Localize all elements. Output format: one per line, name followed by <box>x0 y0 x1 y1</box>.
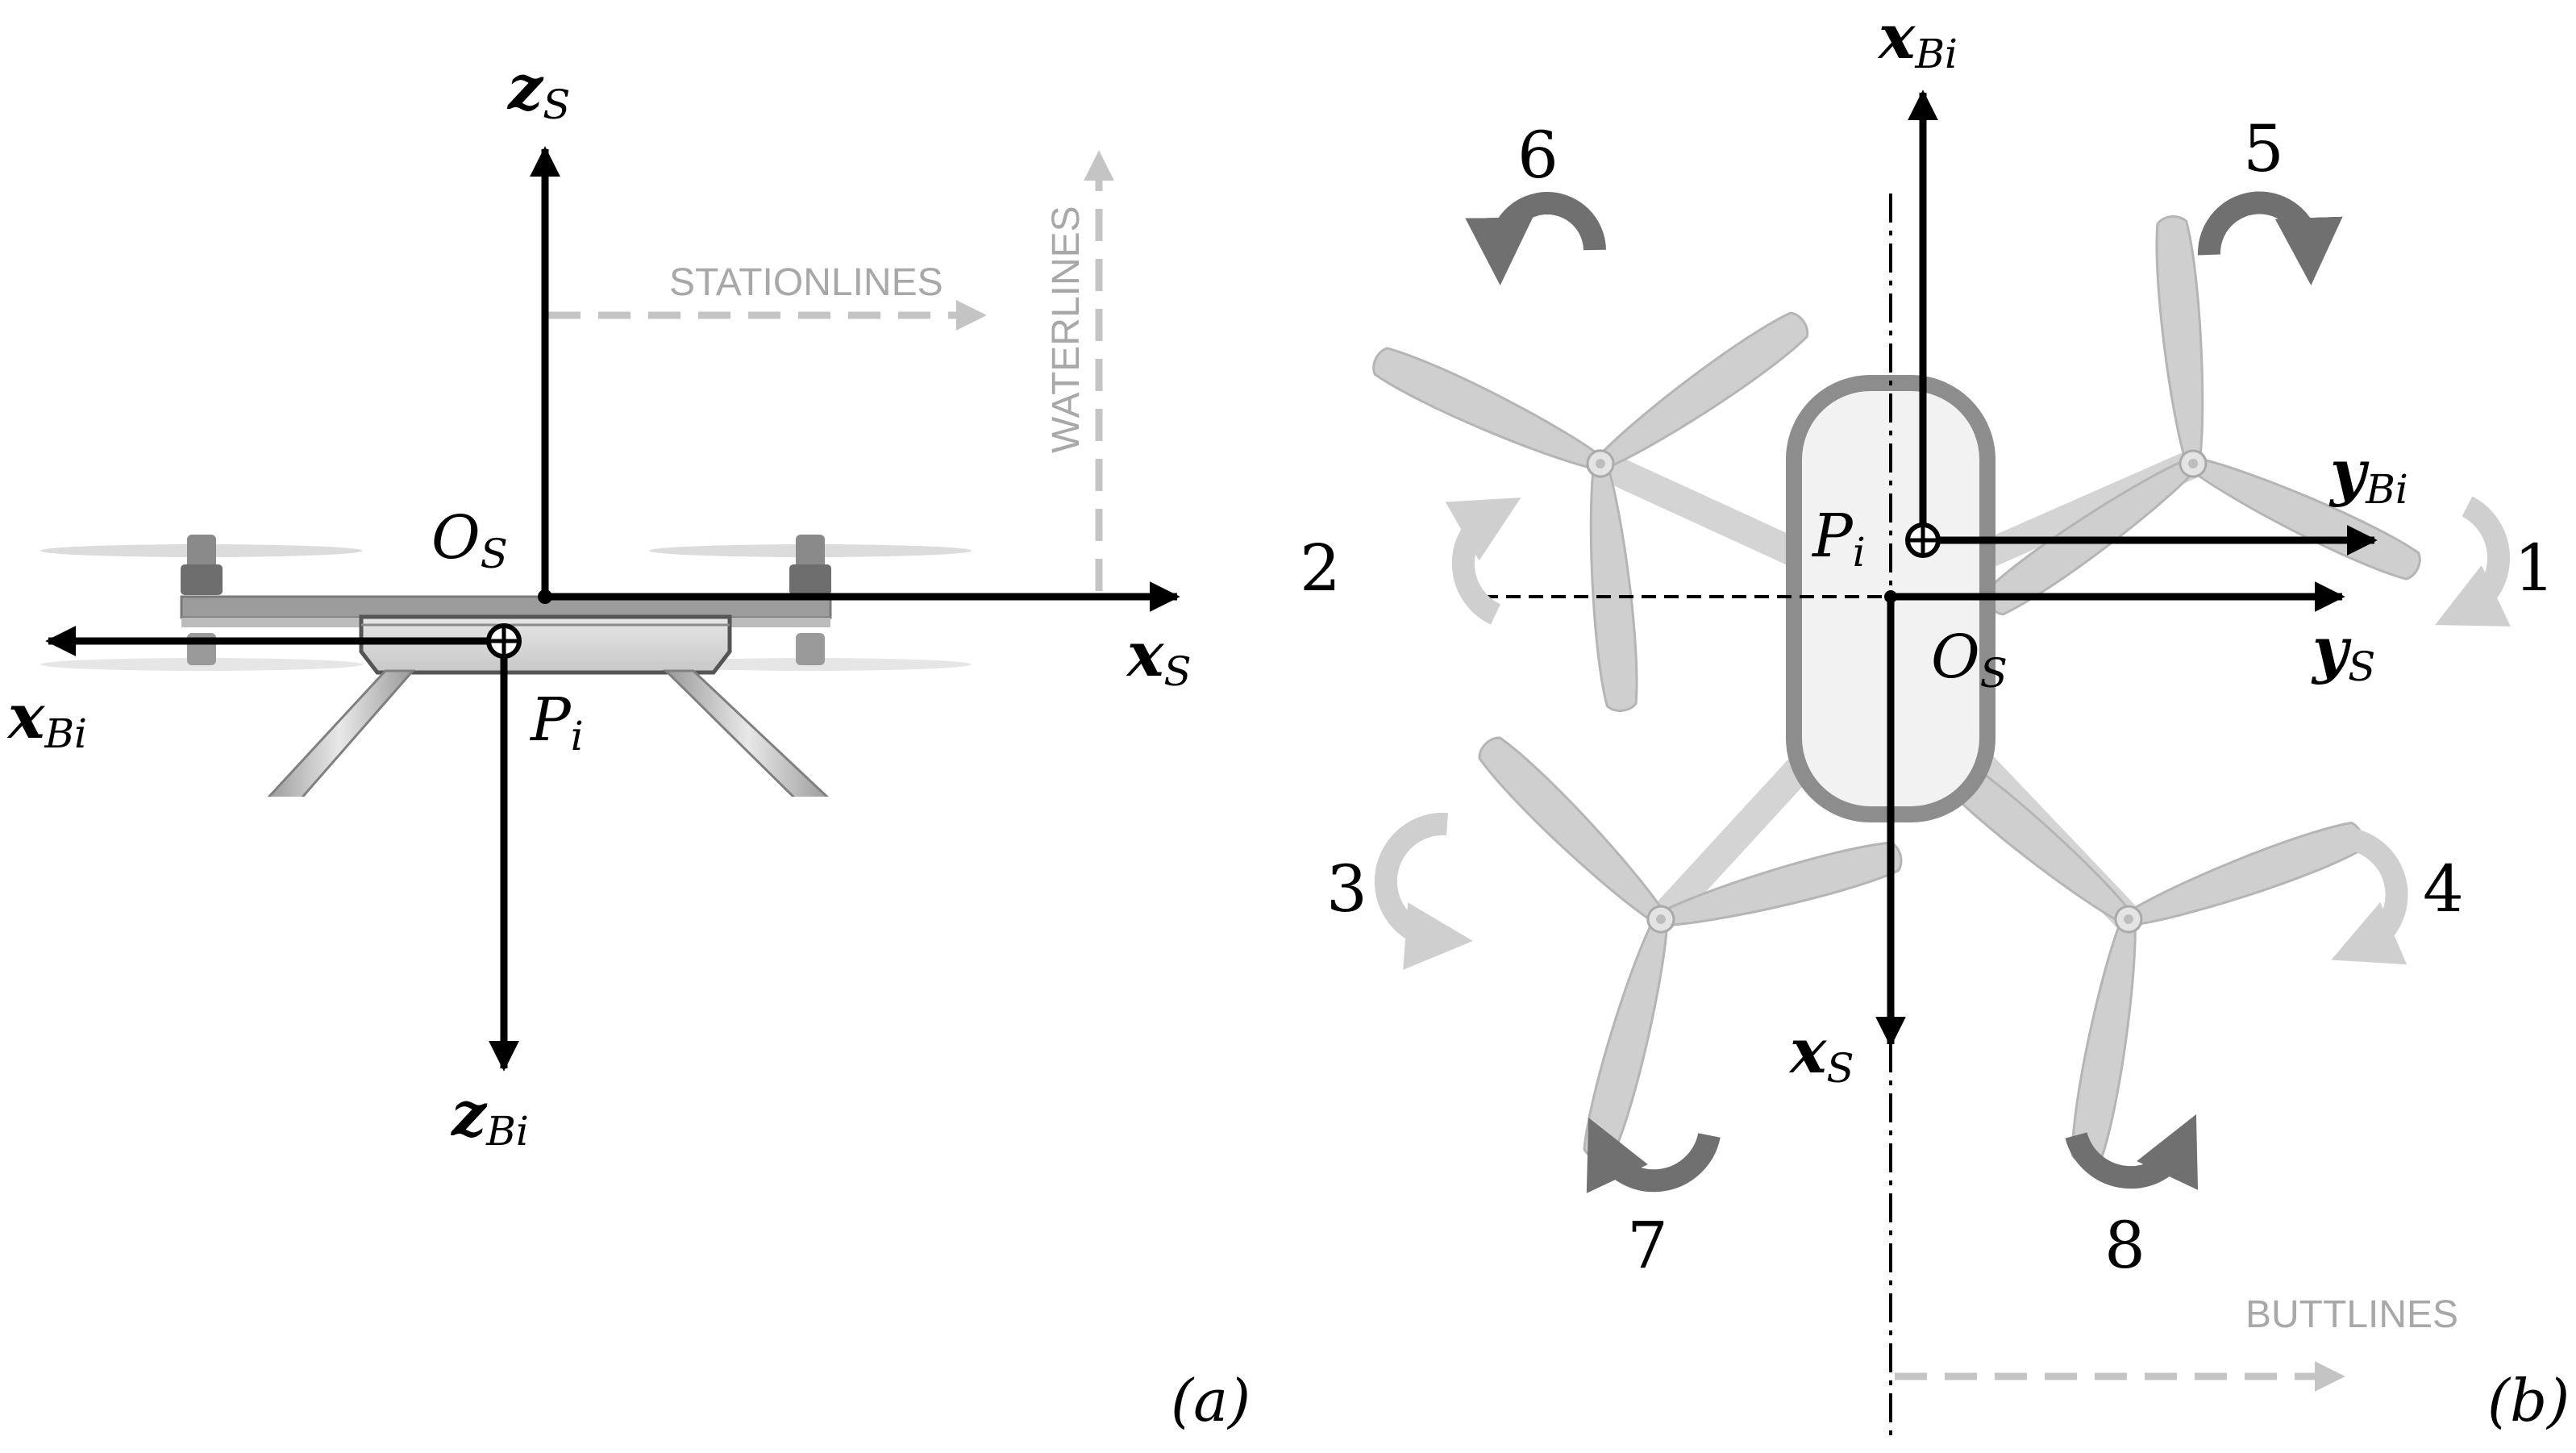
waterlines-label: WATERLINES <box>1045 206 1088 453</box>
rotor-number-6: 6 <box>1517 118 1559 193</box>
panel-label-a: (a) <box>1171 1367 1251 1434</box>
propeller-5 <box>1970 201 2512 772</box>
origin-point-a <box>538 589 552 604</box>
rotor-number-2: 2 <box>1300 531 1341 606</box>
label-origin-b: OS <box>1931 622 2008 697</box>
propeller-8 <box>1920 623 2438 1178</box>
label-point-a: Pi <box>529 685 584 760</box>
rotation-arrow-8 <box>2065 1114 2199 1190</box>
rotation-arrow-4 <box>2331 827 2408 965</box>
label-origin-a: OS <box>431 503 508 577</box>
label-point-b: Pi <box>1811 502 1866 576</box>
rotor-number-1: 1 <box>2514 531 2555 606</box>
rotor-number-3: 3 <box>1326 851 1367 926</box>
rotation-arrow-6 <box>1465 192 1606 285</box>
label-xBi-b: xBi <box>1877 1 1958 77</box>
rotation-arrows <box>1374 191 2511 1193</box>
panel-a-side-view: STATIONLINES WATERLINES zS xS xBi zBi OS… <box>6 52 1251 1434</box>
panel-label-b: (b) <box>2487 1367 2570 1434</box>
label-xS-a: xS <box>1126 618 1192 695</box>
landing-legs <box>250 669 847 801</box>
label-xS-b: xS <box>1788 1015 1854 1092</box>
rotation-arrow-1 <box>2435 496 2511 627</box>
label-zS-a: zS <box>506 52 570 128</box>
reference-point-marker-b <box>1905 522 1941 558</box>
rotor-number-7: 7 <box>1627 1208 1668 1283</box>
rotor-number-5: 5 <box>2243 111 2284 186</box>
panel-b-top-view: BUTTLINES 1 2 3 4 5 6 7 8 <box>1300 1 2570 1443</box>
label-zBi-a: zBi <box>450 1078 529 1155</box>
reference-point-marker-a <box>486 623 522 659</box>
buttlines-label: BUTTLINES <box>2245 1293 2458 1336</box>
label-yBi-b: yBi <box>2328 436 2408 513</box>
rotation-arrow-2 <box>1445 498 1521 625</box>
label-yS-b: yS <box>2311 614 2375 690</box>
rotation-arrow-7 <box>1586 1118 1721 1193</box>
side-fuselage <box>359 614 732 675</box>
rotation-arrow-5 <box>2197 191 2343 285</box>
rotation-arrow-3 <box>1374 812 1473 970</box>
rotor-number-4: 4 <box>2423 851 2464 926</box>
origin-point-b <box>1884 590 1897 603</box>
rotor-number-8: 8 <box>2104 1208 2145 1283</box>
stationlines-label: STATIONLINES <box>669 261 943 304</box>
label-xBi-a: xBi <box>6 681 87 757</box>
side-motors <box>181 535 831 665</box>
